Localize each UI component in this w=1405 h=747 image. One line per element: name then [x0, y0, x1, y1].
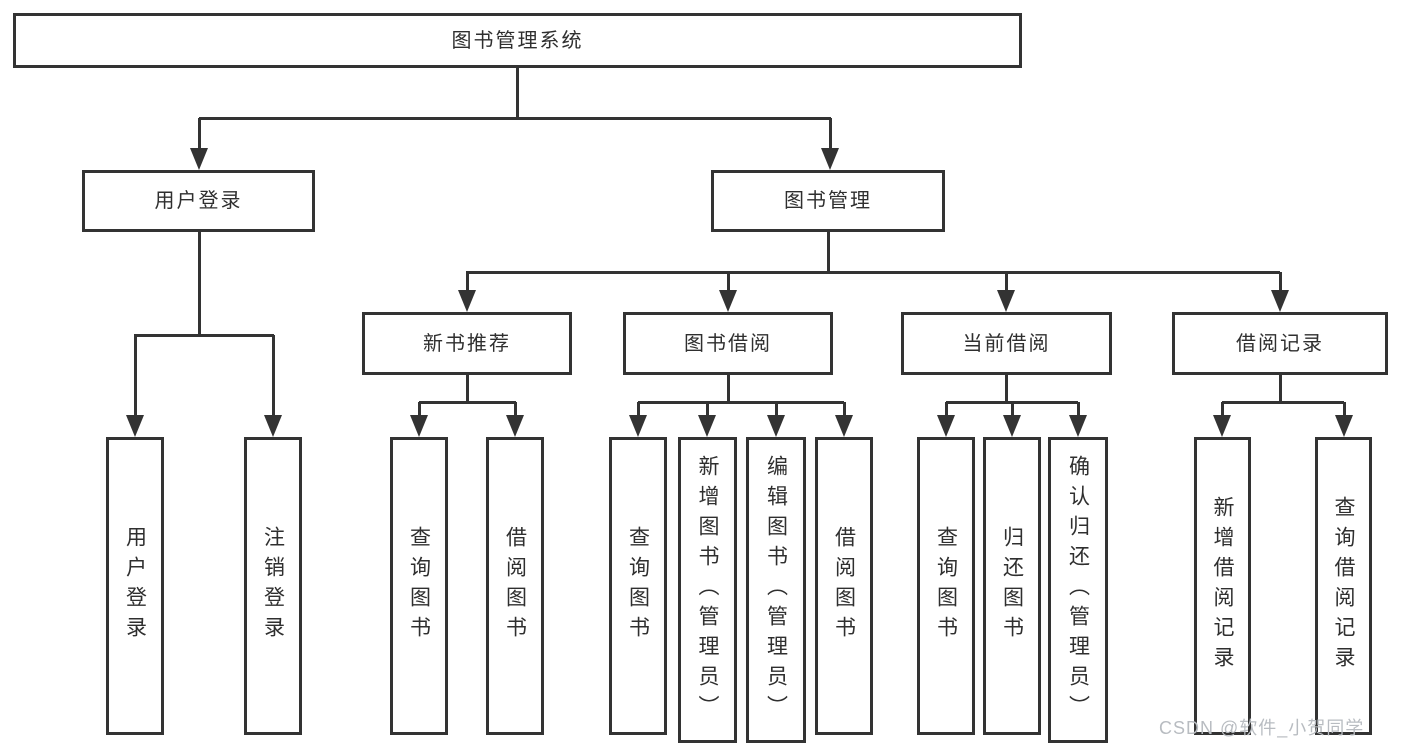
leaf-query-books-recommend: 查询图书 — [390, 437, 448, 735]
connector-drop — [945, 402, 948, 418]
leaf-add-books-admin: 新增图书（管理员） — [678, 437, 737, 743]
node-library-management-system: 图书管理系统 — [13, 13, 1022, 68]
node-current-borrowing: 当前借阅 — [901, 312, 1112, 375]
connector-split — [1222, 401, 1344, 404]
connector-drop — [706, 402, 709, 418]
node-book-management: 图书管理 — [711, 170, 945, 232]
arrow-down-icon — [1069, 415, 1087, 437]
arrow-down-icon — [698, 415, 716, 437]
connector-drop — [727, 272, 730, 292]
leaf-query-books-borrowing: 查询图书 — [609, 437, 667, 735]
connector-drop — [1343, 402, 1346, 418]
connector-drop — [775, 402, 778, 418]
connector-split — [419, 401, 516, 404]
connector-drop-book-management — [829, 118, 832, 152]
leaf-edit-books-admin: 编辑图书（管理员） — [746, 437, 806, 743]
arrow-down-icon — [1003, 415, 1021, 437]
arrow-down-icon — [835, 415, 853, 437]
connector-drop — [1005, 272, 1008, 292]
arrow-down-icon — [1271, 290, 1289, 312]
arrow-down-icon — [937, 415, 955, 437]
node-new-book-recommendation: 新书推荐 — [362, 312, 572, 375]
leaf-user-login: 用户登录 — [106, 437, 164, 735]
arrow-down-icon — [821, 148, 839, 170]
connector-drop — [418, 402, 421, 418]
connector-drop — [843, 402, 846, 418]
arrow-down-icon — [767, 415, 785, 437]
connector-split — [638, 401, 844, 404]
leaf-confirm-return-admin: 确认归还（管理员） — [1048, 437, 1108, 743]
arrow-down-icon — [410, 415, 428, 437]
leaf-query-books-current: 查询图书 — [917, 437, 975, 735]
arrow-down-icon — [1335, 415, 1353, 437]
arrow-down-icon — [506, 415, 524, 437]
connector-drop — [1221, 402, 1224, 418]
leaf-borrow-books-borrowing: 借阅图书 — [815, 437, 873, 735]
leaf-add-borrow-record: 新增借阅记录 — [1194, 437, 1251, 735]
arrow-down-icon — [629, 415, 647, 437]
connector-user-login-split — [134, 334, 274, 337]
node-book-borrowing: 图书借阅 — [623, 312, 833, 375]
leaf-borrow-books-recommend: 借阅图书 — [486, 437, 544, 735]
connector-stem — [1279, 375, 1282, 404]
connector-drop — [272, 335, 275, 418]
arrow-down-icon — [997, 290, 1015, 312]
connector-drop — [1279, 272, 1282, 292]
connector-drop-user-login — [198, 118, 201, 152]
arrow-down-icon — [264, 415, 282, 437]
connector-drop — [1011, 402, 1014, 418]
leaf-logout: 注销登录 — [244, 437, 302, 735]
connector-root-split — [199, 117, 831, 120]
watermark: CSDN @软件_小贺同学 — [1159, 718, 1365, 738]
connector-drop — [514, 402, 517, 418]
connector-drop — [637, 402, 640, 418]
connector-stem — [466, 375, 469, 404]
connector-drop — [1077, 402, 1080, 418]
connector-user-login-stem — [198, 232, 201, 336]
connector-stem — [727, 375, 730, 404]
leaf-return-books: 归还图书 — [983, 437, 1041, 735]
node-borrowing-records: 借阅记录 — [1172, 312, 1388, 375]
connector-stem — [1005, 375, 1008, 404]
arrow-down-icon — [1213, 415, 1231, 437]
arrow-down-icon — [719, 290, 737, 312]
arrow-down-icon — [190, 148, 208, 170]
connector-root-stem — [516, 68, 519, 118]
leaf-query-borrow-record: 查询借阅记录 — [1315, 437, 1372, 735]
connector-book-management-split — [466, 271, 1280, 274]
arrow-down-icon — [458, 290, 476, 312]
connector-book-management-stem — [827, 232, 830, 274]
node-user-login: 用户登录 — [82, 170, 315, 232]
connector-drop — [466, 272, 469, 292]
arrow-down-icon — [126, 415, 144, 437]
connector-drop — [134, 335, 137, 418]
